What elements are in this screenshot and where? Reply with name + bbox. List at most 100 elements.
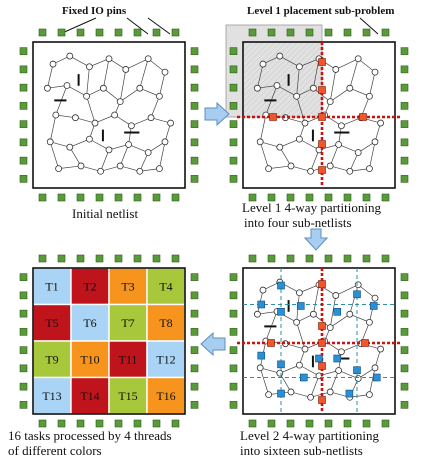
net-wire — [299, 58, 320, 68]
terminal-cell-level2 — [277, 389, 285, 398]
die-boundary — [242, 41, 396, 189]
io-pin — [229, 138, 238, 147]
cell-node — [66, 52, 74, 60]
io-pins — [229, 28, 409, 202]
cell-node — [295, 289, 303, 297]
cell-node — [337, 348, 345, 356]
die-boundary — [32, 267, 186, 415]
net-wire — [125, 58, 149, 70]
io-pin — [229, 309, 238, 318]
level2-partition-panel — [229, 254, 409, 428]
io-pin — [229, 65, 238, 74]
io-pin — [229, 175, 238, 183]
net-wire — [103, 58, 110, 89]
net-wire — [279, 364, 300, 374]
cell-node — [55, 165, 62, 173]
io-pin — [267, 193, 276, 202]
io-pin — [267, 28, 276, 37]
io-pin — [305, 419, 314, 428]
io-pin — [286, 419, 295, 428]
cell-node — [46, 138, 54, 146]
cell-node — [127, 122, 135, 130]
task-label: T12 — [156, 352, 175, 366]
cell-node — [273, 82, 281, 89]
net-wire — [139, 152, 149, 172]
io-pin — [19, 102, 28, 110]
net-wire — [103, 87, 121, 102]
io-pin — [400, 364, 409, 373]
caption-tasks-line1: 16 tasks processed by 4 threads — [8, 428, 172, 443]
cell-node — [265, 165, 273, 173]
io-pin — [400, 156, 409, 165]
cell-node — [365, 165, 373, 173]
net-wire — [349, 87, 370, 97]
io-pin — [248, 28, 257, 37]
caption-initial: Initial netlist — [72, 206, 138, 221]
cell-node — [83, 92, 90, 100]
terminal-cell-level2 — [333, 354, 342, 363]
cell-node — [371, 364, 379, 372]
cell-node — [293, 318, 301, 326]
io-pin — [248, 419, 257, 428]
net-wire — [313, 58, 320, 89]
task-label: T2 — [83, 279, 96, 293]
terminal-cell-level2 — [277, 307, 285, 316]
io-pin — [190, 382, 199, 391]
io-pin — [133, 193, 142, 202]
net-wire — [335, 58, 359, 70]
cell-node — [332, 66, 340, 73]
cell-node — [377, 119, 385, 127]
net-wire — [128, 144, 149, 153]
cell-node — [49, 60, 57, 68]
cell-node — [365, 391, 373, 399]
io-pin — [152, 419, 161, 428]
cell-node — [365, 92, 373, 100]
net-wire — [329, 370, 339, 393]
net-wire — [296, 66, 300, 97]
io-pins — [19, 254, 199, 428]
level1-partition-panel — [225, 24, 409, 202]
task-label: T4 — [159, 279, 172, 293]
cell-node — [72, 114, 79, 122]
task-label: T15 — [118, 389, 137, 403]
io-pin — [381, 193, 390, 202]
io-pin — [190, 47, 199, 55]
cell-node — [105, 55, 113, 63]
terminal-cell — [361, 339, 369, 347]
task-cell — [32, 376, 72, 415]
cell-node — [309, 84, 317, 92]
io-pin — [343, 254, 352, 263]
cell-node — [136, 167, 144, 175]
caption-level1-line2: into four sub-netlists — [244, 215, 352, 230]
net-wire — [357, 58, 376, 73]
io-pin — [19, 156, 28, 165]
net-wire — [139, 58, 149, 89]
terminal-cell-level2 — [353, 290, 361, 299]
io-pin — [57, 254, 66, 263]
net-wire — [89, 138, 110, 151]
io-pin — [343, 28, 352, 37]
net-wire — [120, 87, 140, 102]
io-pin — [114, 28, 123, 37]
cell-node — [326, 388, 334, 396]
cell-node — [97, 167, 104, 175]
io-pin — [95, 193, 104, 202]
cell-node — [256, 364, 264, 372]
net-wire — [341, 117, 362, 127]
io-pin — [400, 328, 409, 336]
io-pin — [114, 193, 123, 202]
task-cell — [108, 267, 148, 306]
net-wire — [49, 141, 59, 169]
terminal-cell-level2 — [345, 389, 354, 398]
cell-node — [301, 345, 309, 353]
io-pin — [190, 364, 199, 373]
terminal-cell-level2 — [333, 307, 342, 316]
flow-arrow-right — [204, 101, 230, 127]
io-pin — [229, 156, 238, 165]
net-wire — [69, 146, 82, 167]
cell-node — [354, 375, 362, 382]
cell-node — [105, 146, 113, 154]
terminal-cell — [318, 166, 326, 174]
cell-node — [63, 82, 71, 89]
cell-node — [307, 393, 315, 401]
